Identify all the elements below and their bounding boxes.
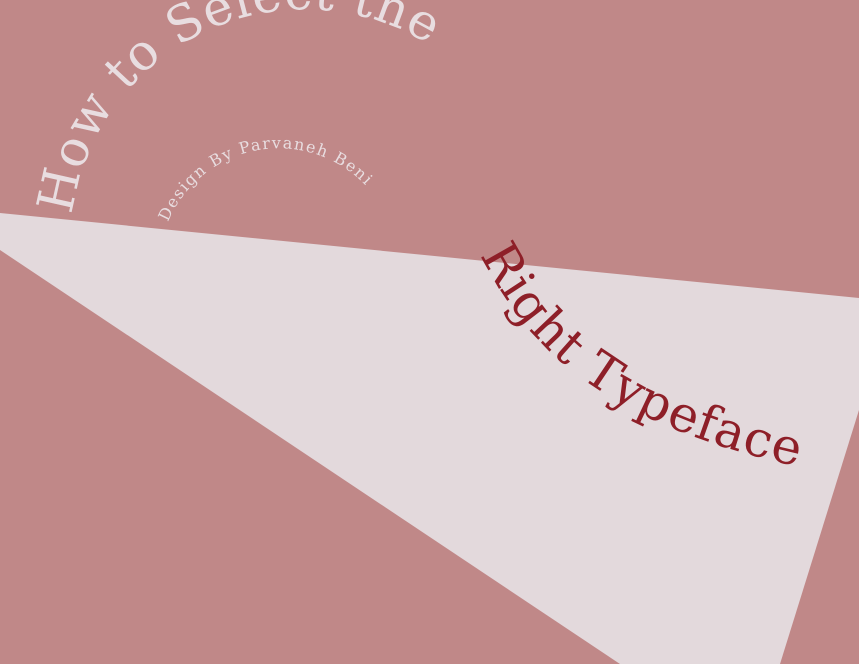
light-wedge-shape (0, 213, 859, 664)
